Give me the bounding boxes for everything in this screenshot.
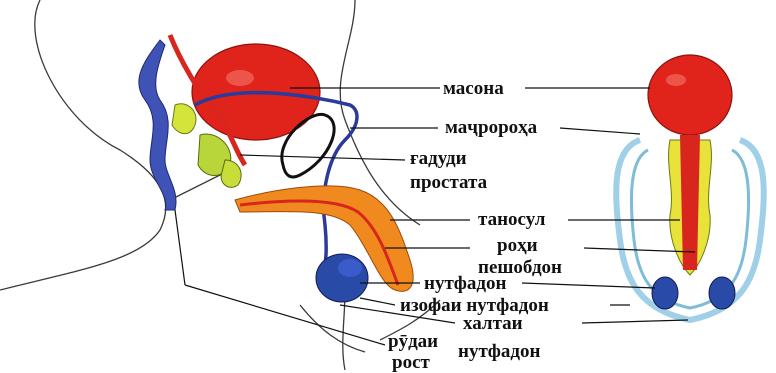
front-view [616, 55, 764, 320]
label-rectum-2: рост [392, 353, 430, 372]
label-testis: нутфадон [424, 274, 507, 293]
testis-shape [316, 254, 368, 302]
label-scrotum-2: нутфадон [458, 342, 541, 361]
rectum-shape [139, 40, 176, 210]
label-prostate-2: простата [410, 173, 487, 192]
label-scrotum-1: халтаи [463, 314, 523, 333]
label-ureter: маҷророҳа [445, 118, 537, 137]
label-prostate-1: ғадуди [410, 149, 467, 168]
front-bladder [648, 55, 732, 135]
label-rectum-1: рӯдаи [388, 332, 438, 351]
label-bladder: масона [443, 79, 504, 98]
label-penis: таносул [478, 210, 545, 229]
label-urethra-1: роҳи [497, 236, 538, 255]
